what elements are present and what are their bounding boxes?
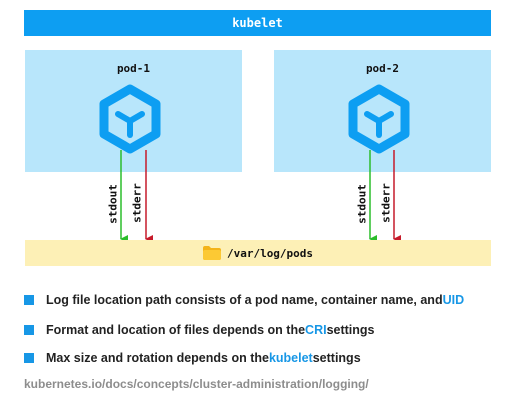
bullet-highlight: UID	[442, 293, 465, 307]
stderr-label: stderr	[379, 183, 393, 223]
container-icon	[348, 84, 410, 154]
bullet-square-icon	[24, 353, 34, 363]
log-directory-bar: /var/log/pods	[25, 240, 491, 266]
stdout-label: stdout	[355, 184, 369, 224]
source-url: kubernetes.io/docs/concepts/cluster-admi…	[24, 377, 369, 391]
bullet-text: Log file location path consists of a pod…	[46, 293, 443, 307]
bullet-item: Log file location path consists of a pod…	[24, 293, 464, 307]
bullet-text: Format and location of files depends on …	[46, 323, 306, 337]
bullet-item: Max size and rotation depends on the kub…	[24, 351, 361, 365]
bullet-highlight: kubelet	[268, 351, 313, 365]
bullet-square-icon	[24, 325, 34, 335]
bullet-text: Max size and rotation depends on the	[46, 351, 269, 365]
pod-1-label: pod-1	[116, 62, 151, 75]
log-path: /var/log/pods	[226, 246, 314, 260]
pod-2-label: pod-2	[365, 62, 400, 75]
bullet-item: Format and location of files depends on …	[24, 323, 375, 337]
stderr-label: stderr	[130, 183, 144, 223]
bullet-highlight: CRI	[305, 323, 327, 337]
kubelet-title: kubelet	[232, 16, 283, 30]
folder-icon	[202, 246, 221, 260]
bullet-square-icon	[24, 295, 34, 305]
bullet-suffix: settings	[326, 323, 375, 337]
stdout-label: stdout	[106, 184, 120, 224]
bullet-suffix: settings	[312, 351, 361, 365]
kubelet-bar: kubelet	[24, 10, 491, 36]
container-icon	[99, 84, 161, 154]
